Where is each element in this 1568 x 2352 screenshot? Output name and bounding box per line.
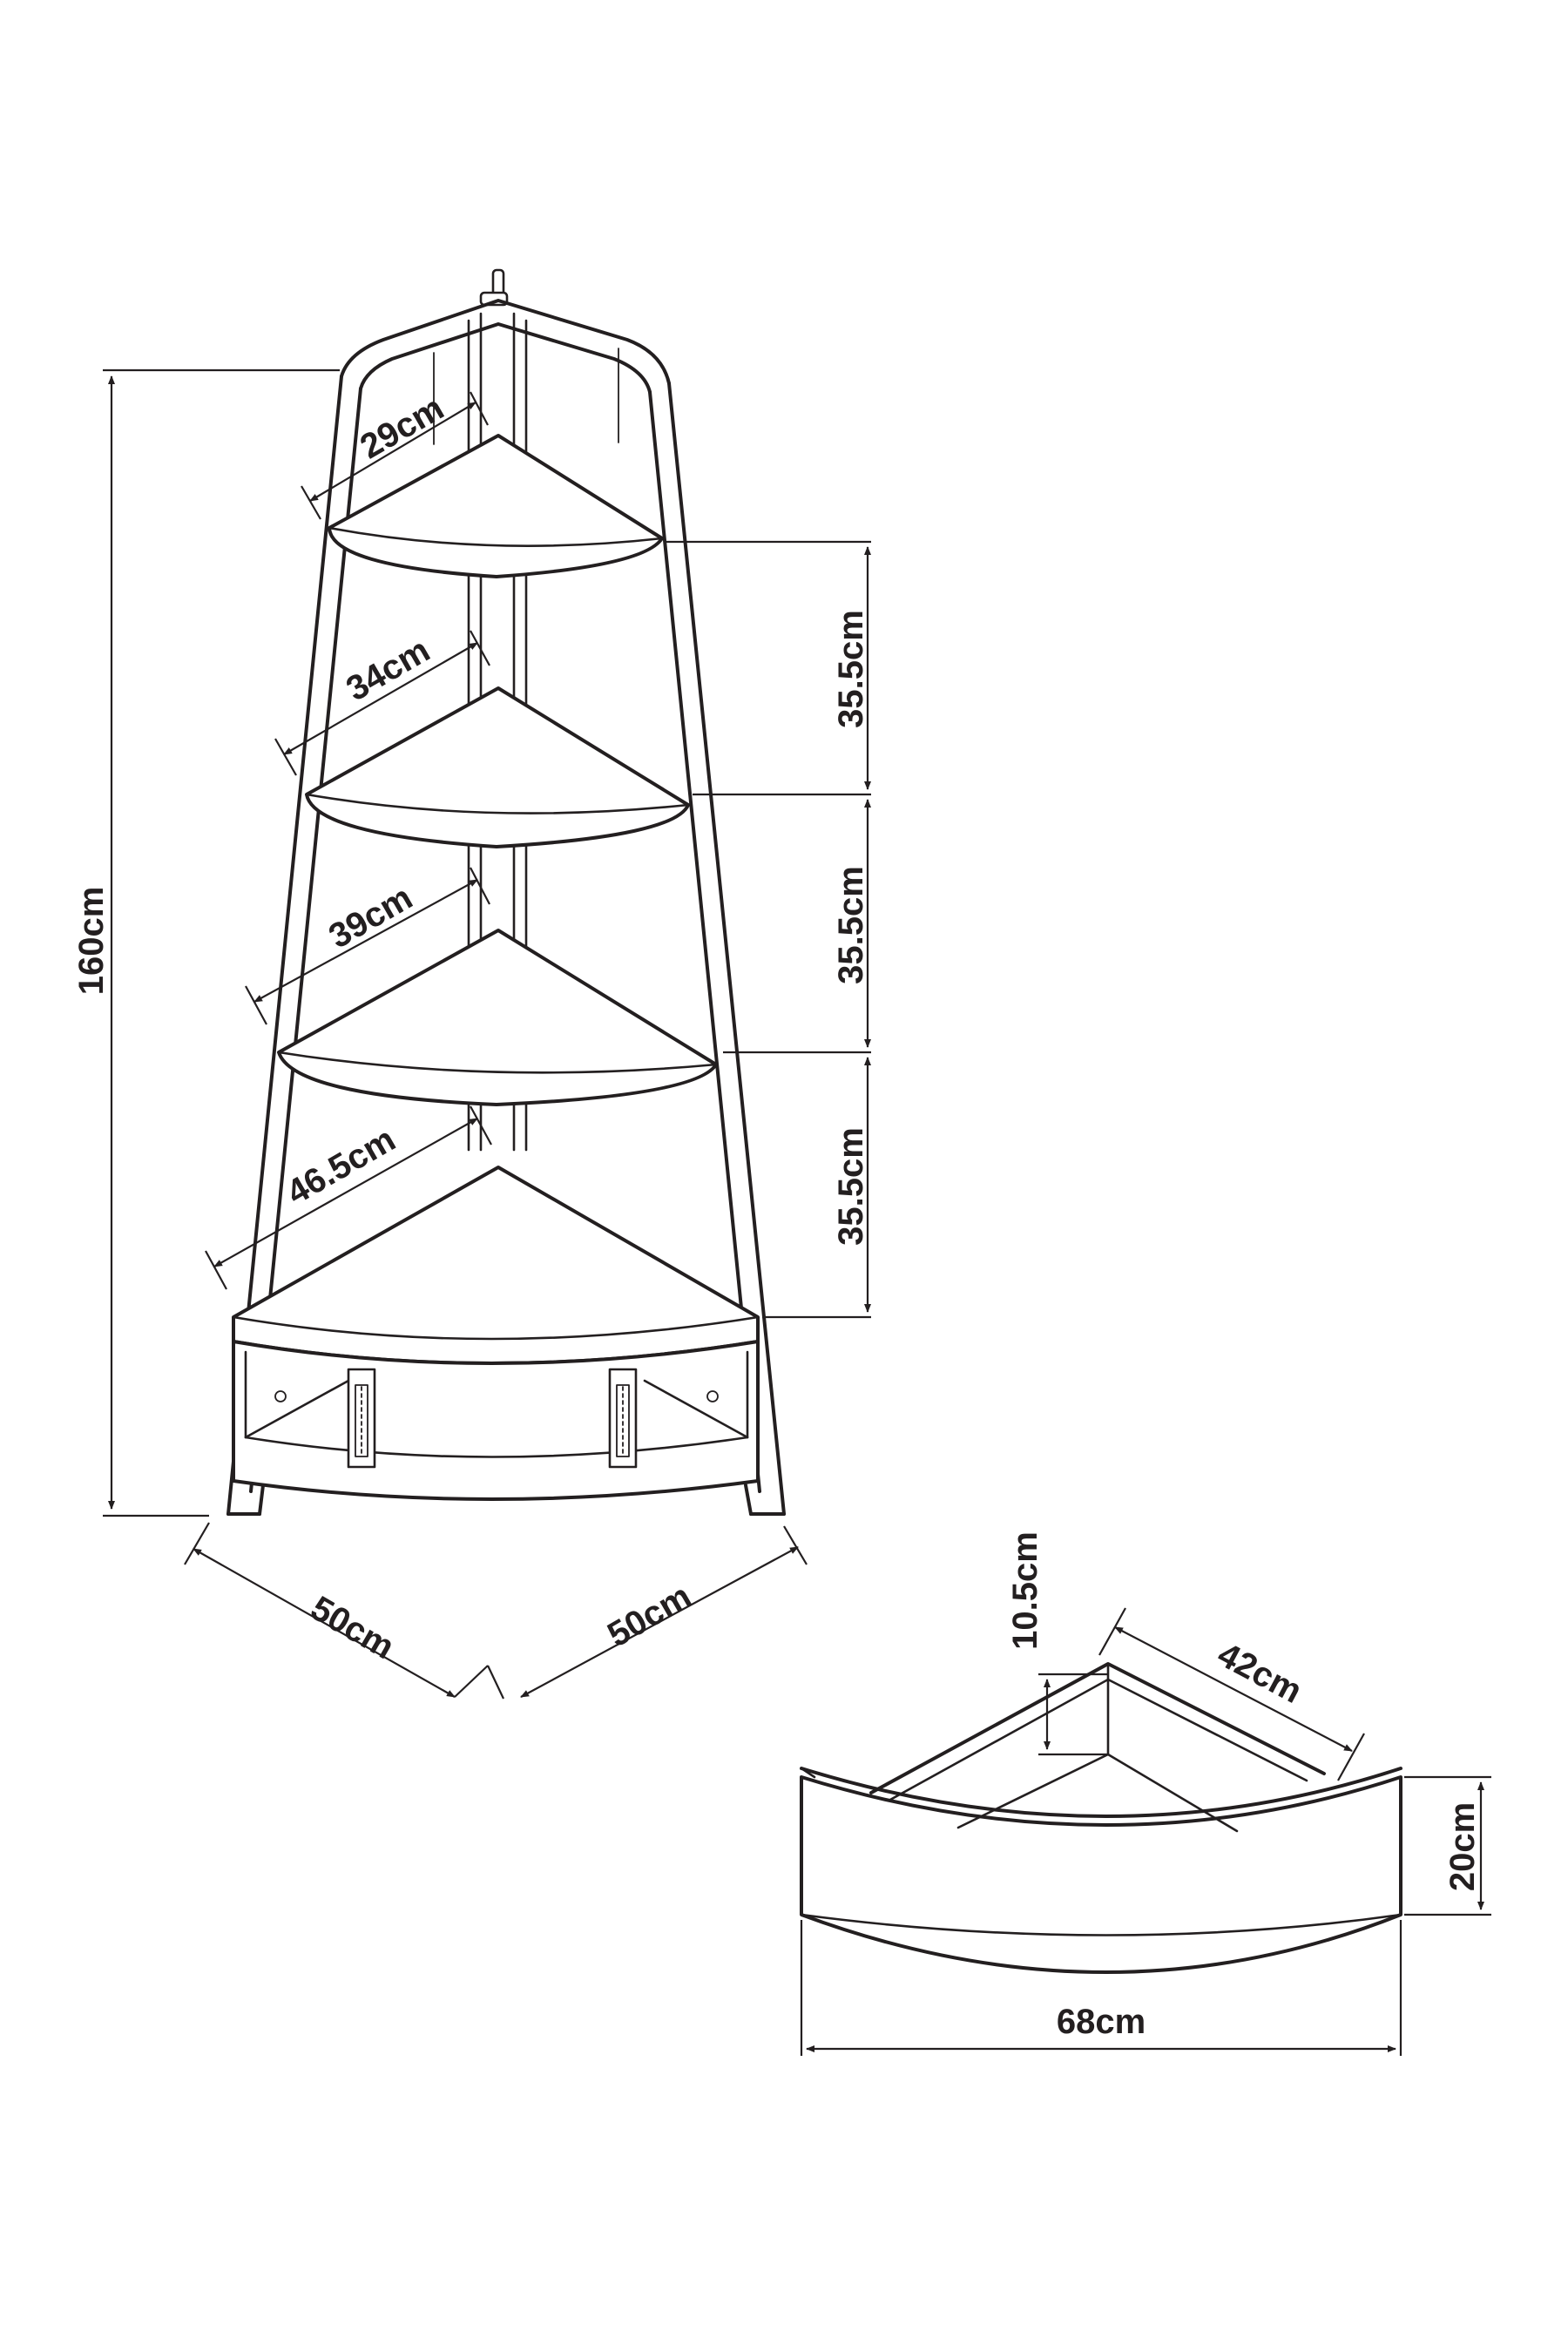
second-shelf-depth-label: 34cm	[340, 631, 436, 708]
drawer-depth-label: 10.5cm	[1006, 1531, 1044, 1650]
drawer-side-label: 42cm	[1212, 1635, 1308, 1711]
shelf-1	[328, 434, 664, 578]
left-drawer-runner	[347, 1368, 376, 1469]
bottom-shelf-depth-label: 46.5cm	[280, 1120, 402, 1213]
drawer-front-bottom-edge	[800, 1913, 1402, 1936]
third-shelf-depth-label: 39cm	[322, 878, 419, 956]
upper-spacing-label: 35.5cm	[832, 610, 870, 728]
bottom-cabinet	[232, 1340, 760, 1501]
shelf-unit-drawing: 160cm 35.5cm 35.5cm 35.5cm 29cm 34cm	[72, 268, 871, 1700]
total-height-dimension: 160cm	[72, 368, 340, 1517]
right-base-width-label: 50cm	[601, 1577, 698, 1654]
drawer-height-label: 20cm	[1443, 1802, 1482, 1891]
frame-top	[340, 299, 671, 394]
left-base-width-label: 50cm	[304, 1589, 401, 1666]
top-shelf-depth-label: 29cm	[354, 389, 450, 466]
shelf-2	[305, 686, 690, 848]
base-width-dimensions: 50cm 50cm	[184, 1522, 808, 1700]
wall-bracket	[479, 268, 509, 307]
right-drawer-runner	[608, 1368, 638, 1469]
shelf-3	[277, 929, 718, 1106]
drawer-width-dimension: 68cm	[800, 1920, 1402, 2056]
drawer-depth-dimension: 10.5cm	[1006, 1531, 1108, 1756]
drawer-detail-drawing: 10.5cm 42cm 20cm 68cm	[800, 1531, 1491, 2056]
drawer-width-label: 68cm	[1057, 2003, 1146, 2041]
drawer-height-dimension: 20cm	[1404, 1775, 1491, 1916]
drawer-front	[800, 1775, 1402, 1974]
middle-spacing-label: 35.5cm	[832, 866, 870, 984]
total-height-label: 160cm	[72, 887, 111, 996]
shelf-spacing-dimensions: 35.5cm 35.5cm 35.5cm	[666, 540, 871, 1319]
lower-spacing-label: 35.5cm	[832, 1127, 870, 1246]
